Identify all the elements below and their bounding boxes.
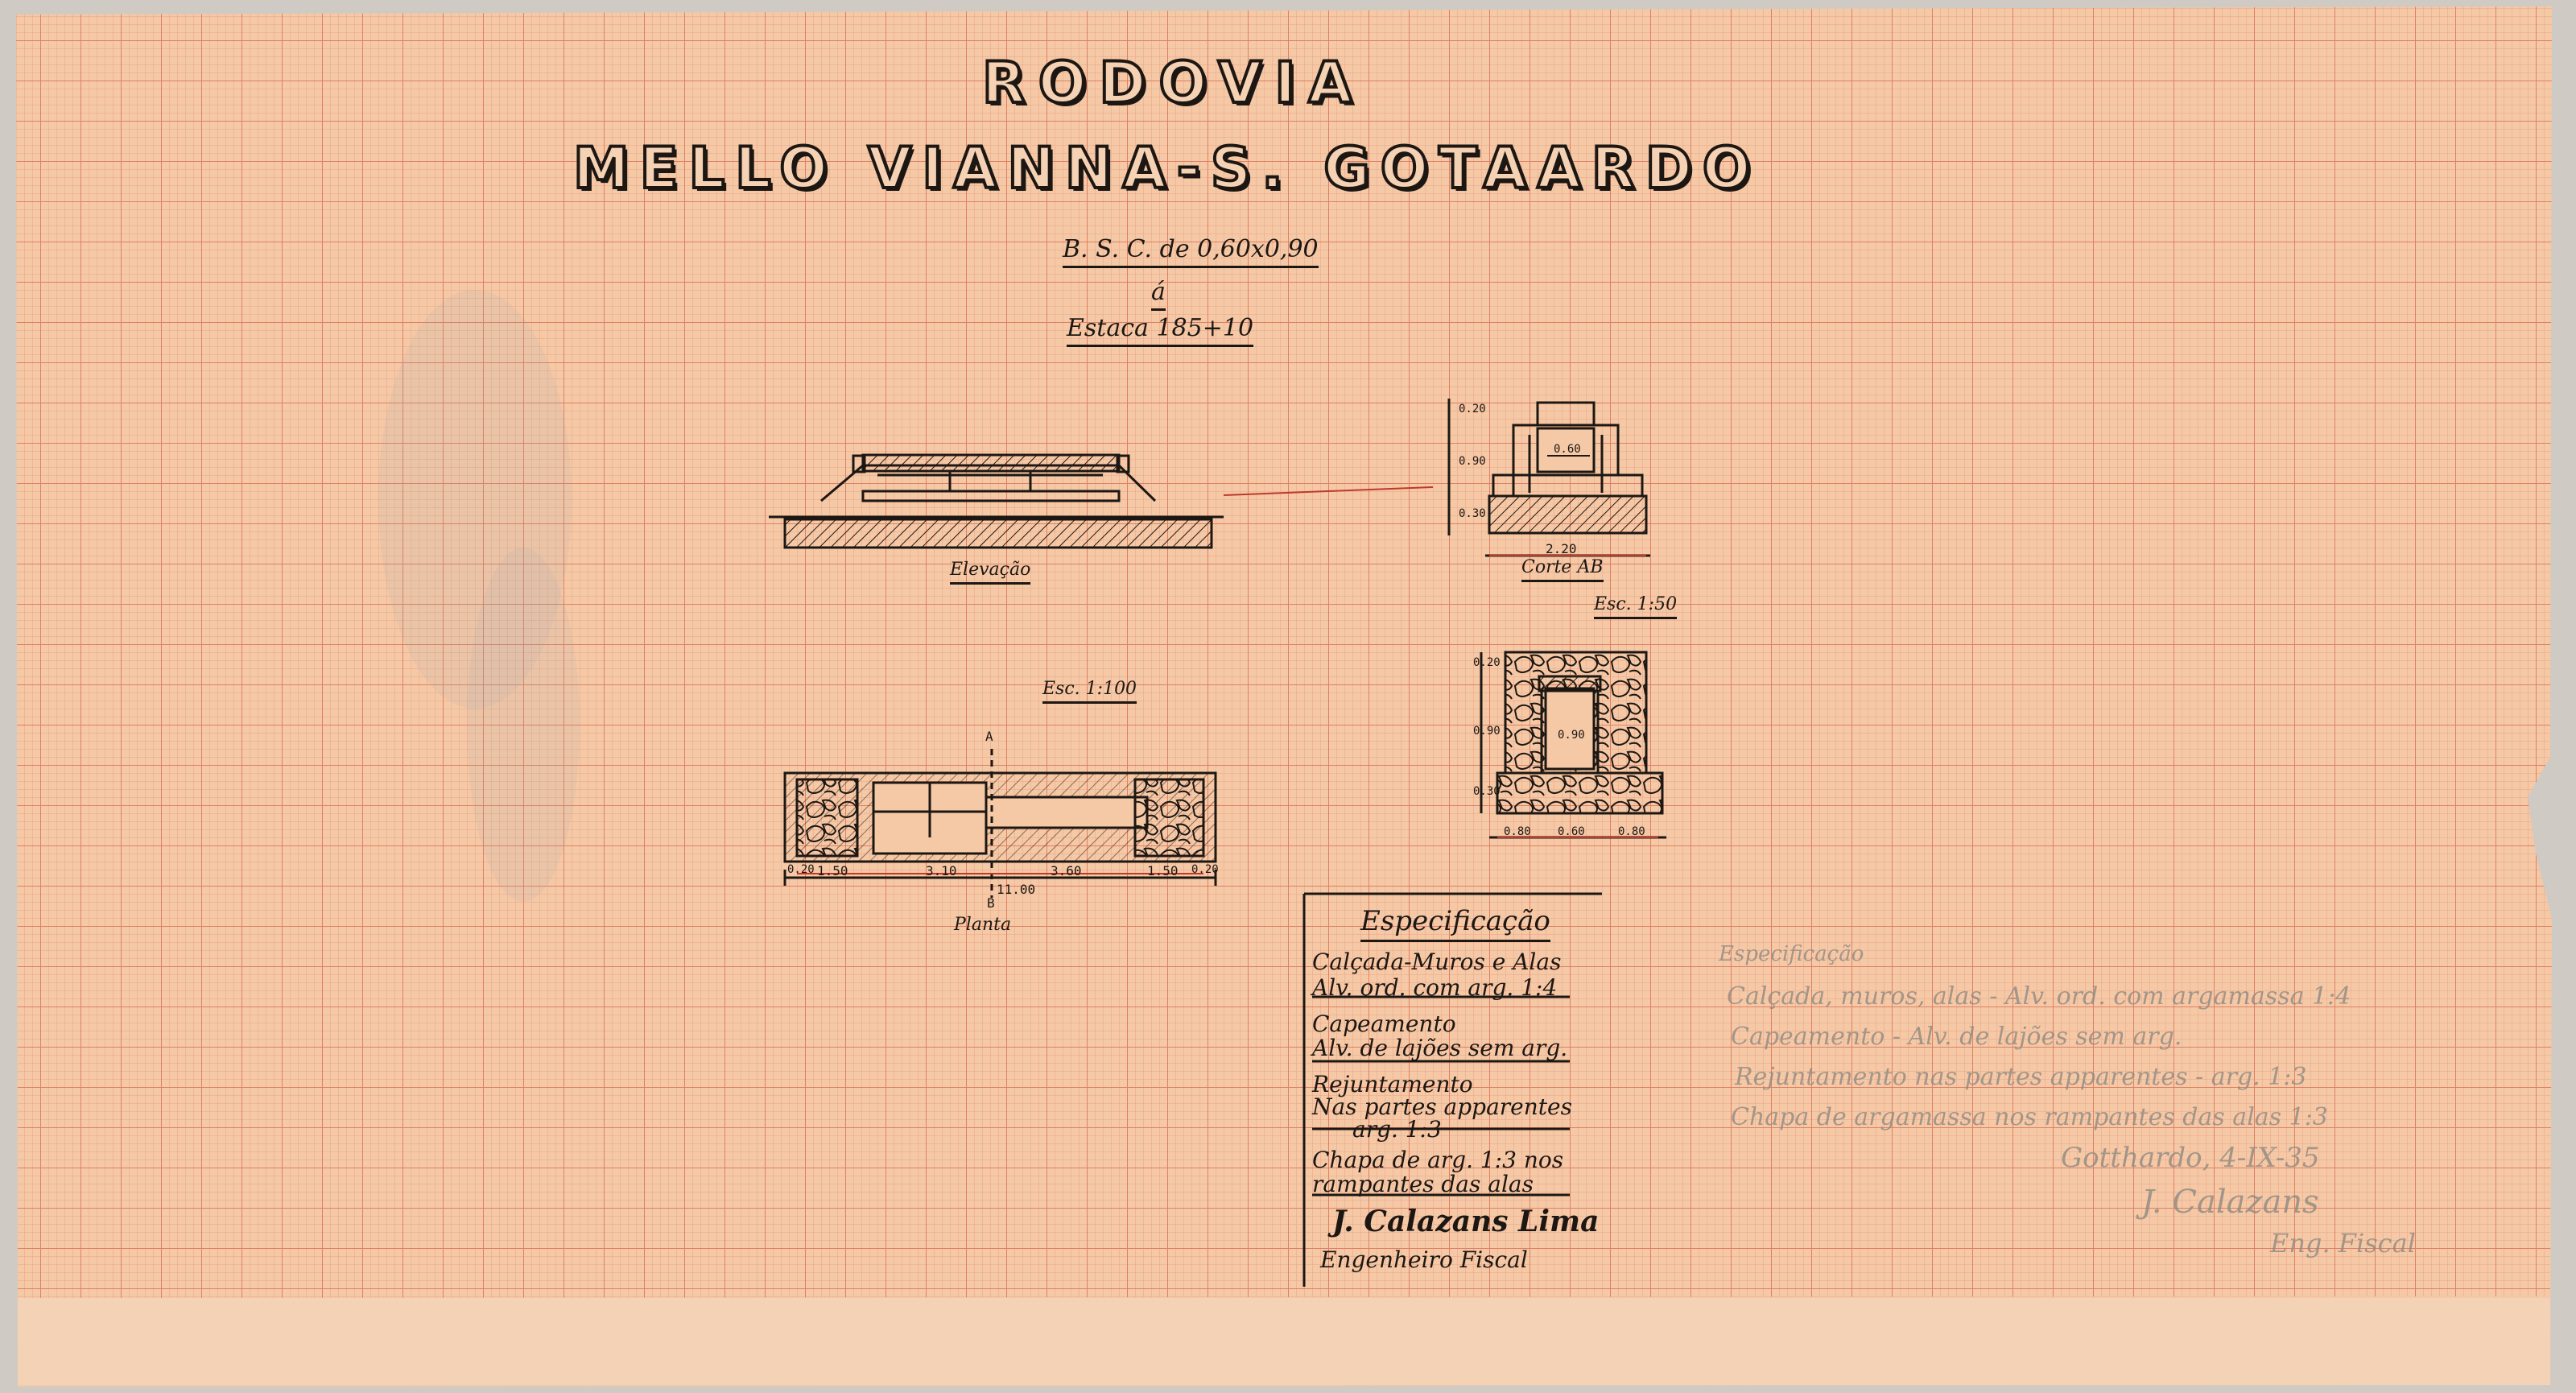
- dim-planta-1: 1.50: [817, 863, 848, 878]
- subtitle-a: á: [1151, 278, 1166, 311]
- spec-item4-line2: rampantes das alas: [1312, 1171, 1534, 1197]
- pencil-heading: Especificação: [1719, 942, 1864, 966]
- dim-planta-4: 1.50: [1147, 863, 1179, 878]
- dim-section-bottom-left: 0.80: [1504, 825, 1531, 838]
- spec-heading: Especificação: [1360, 905, 1550, 942]
- dim-corte-left-3: 0.30: [1459, 507, 1486, 520]
- label-elevacao: Elevação: [950, 560, 1031, 585]
- dim-section-left-3: 0.30: [1473, 785, 1501, 798]
- plan-drawing: [783, 749, 1217, 898]
- dim-section-bottom-right: 0.80: [1618, 825, 1645, 838]
- pencil-date: Gotthardo, 4-IX-35: [2061, 1142, 2320, 1174]
- dim-section-bottom-mid: 0.60: [1558, 825, 1585, 838]
- label-corte-ab: Corte AB: [1521, 557, 1604, 582]
- dim-planta-2: 3.10: [926, 863, 957, 878]
- spec-item3-detail-2: arg. 1:3: [1352, 1116, 1442, 1143]
- title-rodovia: RODOVIA: [980, 48, 1365, 118]
- spec-item2-detail: Alv. de lajões sem arg.: [1312, 1035, 1568, 1061]
- dim-section-left-1: 0.20: [1473, 656, 1501, 669]
- spec-signature: J. Calazans Lima: [1332, 1205, 1600, 1238]
- pencil-initials: Eng. Fiscal: [2270, 1228, 2416, 1259]
- pencil-line3: Rejuntamento nas partes apparentes - arg…: [1735, 1063, 2307, 1091]
- mark-b: B: [987, 895, 995, 911]
- dim-corte-left-1: 0.20: [1459, 403, 1486, 415]
- label-esc-50: Esc. 1:50: [1594, 594, 1678, 619]
- pencil-line1: Calçada, muros, alas - Alv. ord. com arg…: [1727, 982, 2351, 1011]
- spec-item3-detail-1: Nas partes apparentes: [1312, 1093, 1572, 1120]
- spec-item4-line1: Chapa de arg. 1:3 nos: [1312, 1147, 1564, 1173]
- dim-corte-width: 2.20: [1546, 541, 1577, 556]
- spec-item1-title: Calçada-Muros e Alas: [1312, 949, 1562, 975]
- mark-a: A: [985, 729, 993, 744]
- pencil-line2: Capeamento - Alv. de lajões sem arg.: [1731, 1023, 2182, 1051]
- subtitle-estaca: Estaca 185+10: [1067, 314, 1254, 347]
- dim-planta-end-left: 0.20: [787, 863, 815, 876]
- label-esc-100: Esc. 1:100: [1042, 679, 1137, 704]
- title-route: MELLO VIANNA-S. GOTAARDO: [572, 134, 1761, 203]
- dim-corte-inner: 0.60: [1554, 443, 1581, 456]
- spec-role: Engenheiro Fiscal: [1320, 1246, 1528, 1273]
- subtitle-bsc: B. S. C. de 0,60x0,90: [1063, 235, 1319, 268]
- dim-planta-3: 3.60: [1051, 863, 1082, 878]
- cross-section-drawing: [1480, 651, 1666, 839]
- elevation-drawing: [769, 453, 1224, 549]
- spec-item3-title: Rejuntamento: [1312, 1071, 1473, 1097]
- label-planta: Planta: [954, 915, 1012, 935]
- pencil-line4: Chapa de argamassa nos rampantes das ala…: [1731, 1103, 2328, 1131]
- dim-planta-total: 11.00: [997, 882, 1036, 897]
- dim-section-left-2: 0.90: [1473, 725, 1501, 738]
- dim-corte-left-2: 0.90: [1459, 455, 1486, 468]
- spec-item1-detail: Alv. ord. com arg. 1:4: [1312, 974, 1558, 1001]
- dim-section-inner: 0.90: [1558, 729, 1585, 742]
- dim-planta-end-right: 0.20: [1191, 863, 1219, 876]
- specification-box: [1302, 892, 1602, 1287]
- spec-item2-title: Capeamento: [1312, 1011, 1456, 1037]
- pencil-signature: J. Calazans: [2141, 1184, 2319, 1221]
